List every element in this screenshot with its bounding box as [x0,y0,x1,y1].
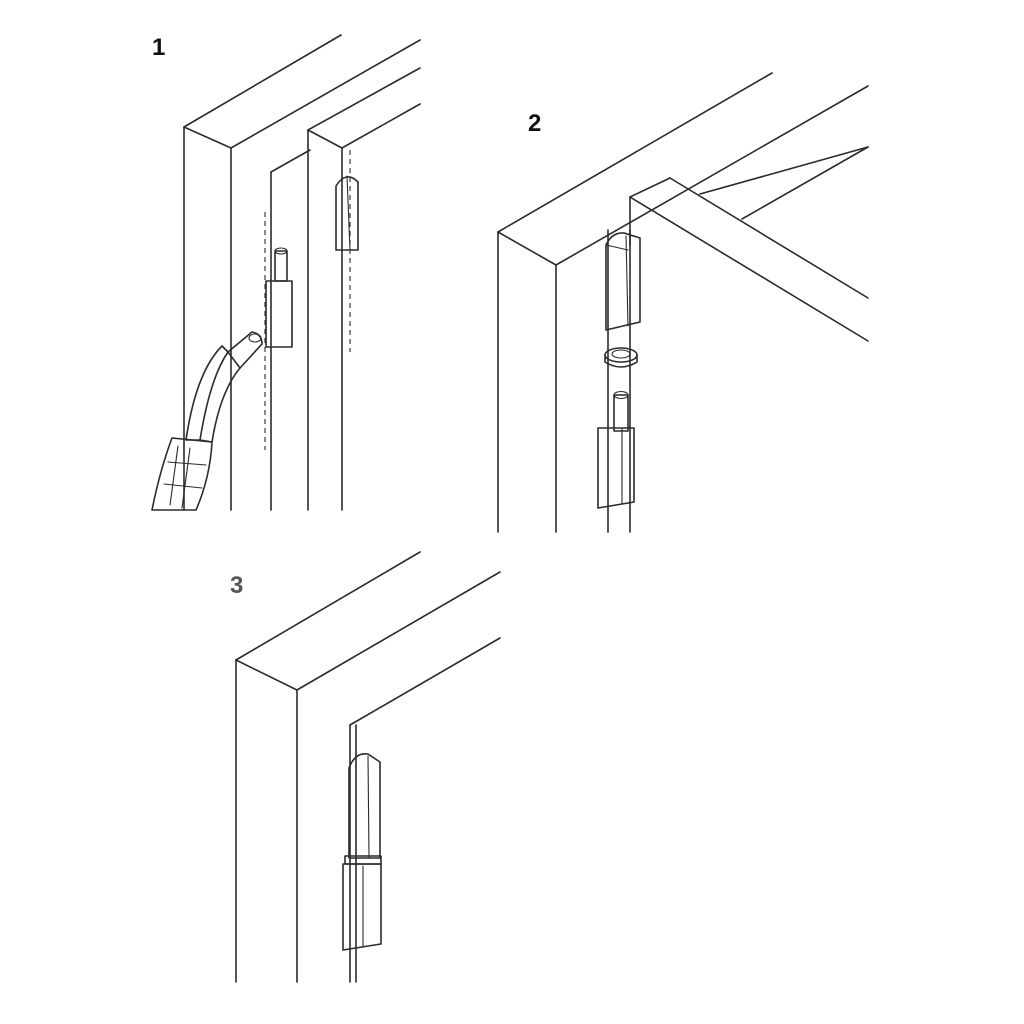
step-3-label: 3 [230,572,243,599]
step-1-hinge-axis-guides [264,150,351,450]
assembled-hinge-icon [342,752,382,951]
step-2-upper-hinge-part [605,232,641,331]
welding-torch-icon [151,331,263,511]
step-2-lower-hinge-part [597,390,635,509]
step-2-door-leaf [629,146,869,342]
step-1-upper-hinge-part [335,175,359,251]
step-1-label: 1 [152,34,165,61]
step-3-outer-frame [235,551,501,983]
step-3-panel: 3 [230,551,501,983]
step-2-panel: 2 [497,72,869,533]
step-2-outer-frame [497,72,869,533]
step-1-outer-frame [183,34,421,511]
step-2-label: 2 [528,110,541,137]
step-1-door-leaf [307,67,421,511]
step-1-panel: 1 [151,34,421,511]
hinge-bushing-icon [604,347,638,368]
step-1-lower-hinge-part [265,247,293,348]
